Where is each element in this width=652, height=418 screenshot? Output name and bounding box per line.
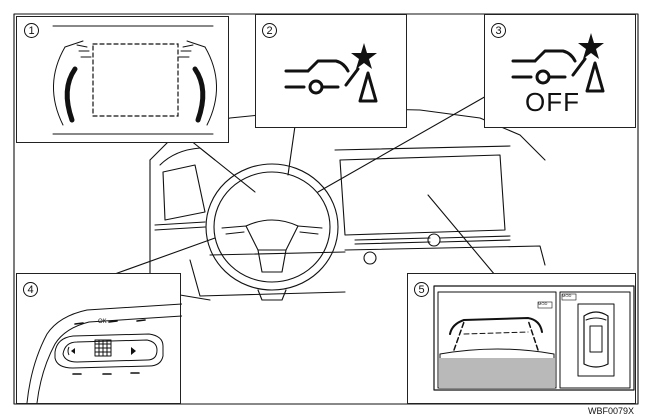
leader-line-2: [287, 125, 296, 176]
callout-1-meter: 1: [16, 16, 229, 143]
callout-3-warning-off: 3 OFF: [484, 14, 636, 128]
steering-wheel-rim: [205, 163, 339, 291]
mode-label-main: MOD: [538, 301, 548, 306]
meter-display-icon: [52, 25, 217, 135]
mode-label-side: MOD: [562, 293, 572, 298]
callout-number-4: 4: [23, 282, 38, 297]
ok-label: OK: [98, 319, 107, 325]
callout-number-2: 2: [262, 23, 277, 38]
rear-camera-guide-icon: [433, 285, 635, 391]
callout-5-camera: 5 MOD: [407, 273, 636, 404]
figure-code: WBF0079X: [587, 406, 634, 416]
callout-4-switch: 4 OK: [16, 273, 182, 404]
callout-number-5: 5: [414, 282, 429, 297]
lane-warning-off-icon: [511, 33, 605, 93]
lane-warning-car-icon: [284, 43, 378, 103]
leader-line-1: [189, 139, 256, 193]
callout-number-3: 3: [491, 23, 506, 38]
steering-switch-icon: [26, 303, 182, 404]
leader-line-3: [317, 94, 489, 193]
callout-2-warning: 2: [255, 14, 407, 128]
callout-number-1: 1: [24, 23, 39, 38]
center-display-outline: [339, 154, 506, 236]
leader-line-4: [111, 237, 216, 276]
off-status-text: OFF: [525, 87, 580, 117]
leader-line-5: [427, 194, 496, 276]
